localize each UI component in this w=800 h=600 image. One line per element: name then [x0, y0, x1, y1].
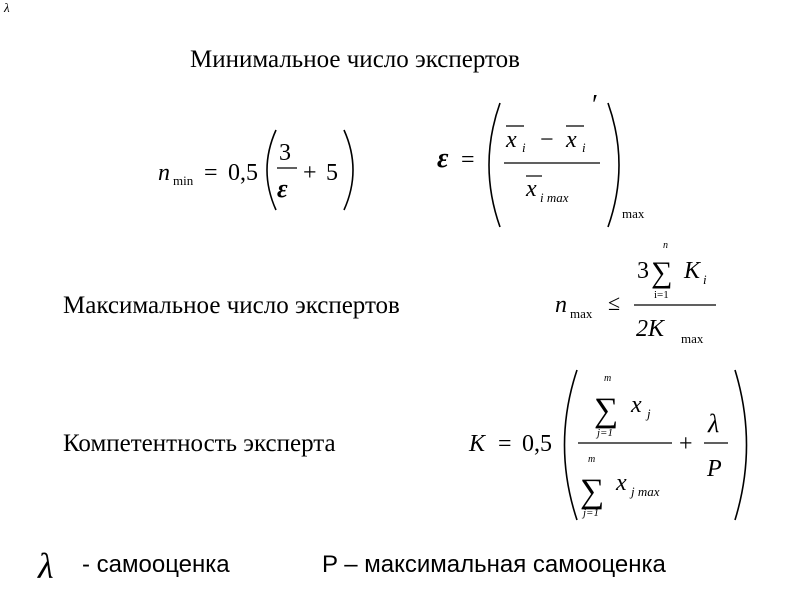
eps-den-sub: i max: [540, 190, 569, 205]
K-top-sum: ∑: [594, 392, 618, 429]
K-left-paren: [563, 369, 578, 521]
nmax-sum: ∑: [651, 256, 672, 289]
K-top-x: x: [630, 392, 642, 418]
K-bot-sum: ∑: [580, 473, 604, 510]
nmin-right-paren: [343, 129, 354, 211]
K-coef: 0,5: [522, 431, 552, 457]
nmin-left-paren: [266, 129, 277, 211]
K-top-sum-top: m: [604, 373, 611, 384]
corner-lambda: λ: [4, 0, 10, 15]
nmax-rel: ≤: [608, 290, 620, 315]
heading-competence: Компетентность эксперта: [63, 430, 336, 457]
eps-left-paren: [488, 102, 501, 228]
K-top-x-sub: j: [645, 406, 651, 421]
formula-nmax: n max ≤ 3 n ∑ i=1 K i 2K max: [555, 240, 716, 346]
nmax-sum-top: n: [663, 240, 668, 251]
eps-outer-sub: max: [622, 206, 645, 221]
eps-lhs: ε: [437, 143, 449, 174]
nmax-lhs: n: [555, 292, 567, 318]
nmin-lhs-sub: min: [173, 173, 194, 188]
K-bot-sum-top: m: [588, 454, 595, 465]
heading-max-experts: Максимальное число экспертов: [63, 292, 400, 319]
eps-x1: x: [505, 127, 517, 153]
eps-x1-sub: i: [522, 140, 526, 155]
eps-den-x: x: [525, 176, 537, 202]
eps-eq: =: [461, 147, 475, 173]
K-right-paren: [734, 369, 748, 521]
formula-K: K = 0,5 m ∑ j=1 x j m ∑ j=1 x j max + λ …: [468, 369, 748, 521]
eps-prime: ′: [592, 90, 598, 121]
heading-min-experts: Минимальное число экспертов: [190, 46, 520, 73]
legend-lambda-symbol: λ: [37, 546, 54, 586]
nmin-num: 3: [279, 140, 291, 166]
eps-minus: −: [540, 127, 554, 153]
nmax-three: 3: [637, 258, 649, 284]
eps-x2: x: [565, 127, 577, 153]
nmin-const: 5: [326, 160, 338, 186]
formula-eps: ε = x i − x i ′ x i max max: [437, 90, 645, 228]
nmax-sum-bottom: i=1: [654, 289, 669, 301]
eps-right-paren: [607, 102, 620, 228]
K-P: P: [706, 456, 722, 482]
K-eq: =: [498, 431, 512, 457]
K-lambda: λ: [707, 409, 719, 438]
legend-P-text: P – максимальная самооценка: [322, 551, 666, 578]
nmin-den: ε: [277, 174, 288, 203]
K-top-sum-bottom: j=1: [595, 427, 613, 439]
nmin-plus: +: [303, 160, 317, 186]
nmax-lhs-sub: max: [570, 306, 593, 321]
K-bot-sum-bottom: j=1: [581, 507, 599, 519]
nmin-eq: =: [204, 160, 218, 186]
formula-nmin: n min = 0,5 3 ε + 5: [158, 129, 354, 211]
nmin-coef: 0,5: [228, 160, 258, 186]
K-bot-x-sub: j max: [629, 484, 660, 499]
nmax-K: K: [683, 258, 702, 284]
eps-x2-sub: i: [582, 140, 586, 155]
legend-lambda-text: - самооценка: [82, 551, 230, 578]
nmax-den: 2K: [636, 316, 666, 342]
K-plus: +: [679, 431, 693, 457]
K-lhs: K: [468, 431, 487, 457]
K-bot-x: x: [615, 470, 627, 496]
nmax-den-sub: max: [681, 331, 704, 346]
nmin-lhs: n: [158, 160, 170, 186]
nmax-K-sub: i: [703, 272, 707, 287]
